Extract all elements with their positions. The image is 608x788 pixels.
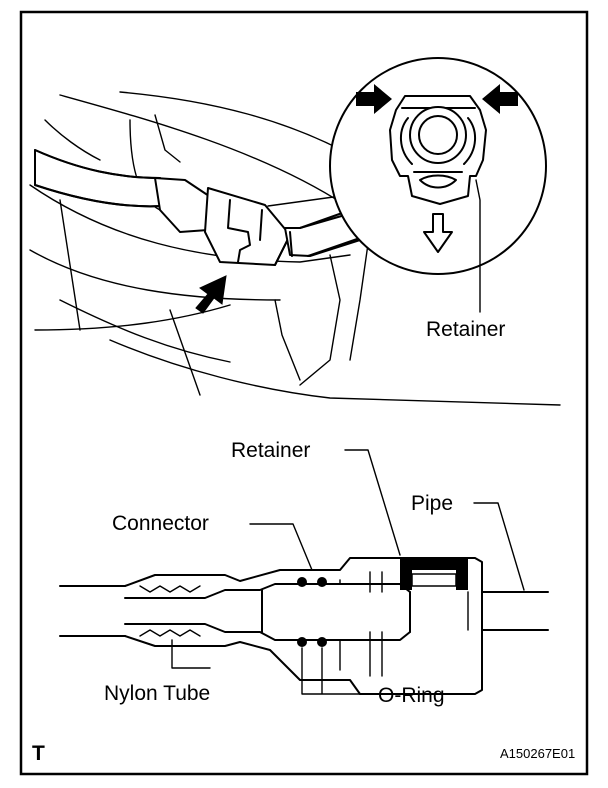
retainer-detail-circle	[329, 57, 547, 313]
squeeze-arrow-left	[356, 84, 392, 114]
o-ring-bottom-1	[297, 637, 307, 647]
connector-perspective	[154, 177, 291, 266]
nylon-tube-label: Nylon Tube	[104, 682, 210, 705]
connector-label: Connector	[112, 512, 209, 535]
o-ring-leader	[301, 647, 373, 695]
vehicle-body-outline	[29, 91, 561, 406]
figure-frame	[19, 10, 589, 776]
figure-code: A150267E01	[500, 746, 575, 761]
retainer-detail-label: Retainer	[426, 318, 505, 341]
retainer-leader	[344, 449, 401, 556]
corner-mark: T	[32, 742, 45, 765]
retainer-section-label: Retainer	[231, 439, 310, 462]
squeeze-arrow-right	[482, 84, 518, 114]
nylon-tube-perspective	[34, 149, 176, 208]
pull-down-arrow	[423, 213, 453, 253]
pipe-leader	[473, 502, 525, 591]
cross-section	[59, 557, 549, 695]
nylon-tube-leader	[171, 639, 211, 669]
o-ring-bottom-2	[317, 637, 327, 647]
o-ring-label: O-Ring	[378, 684, 445, 707]
pipe-label: Pipe	[411, 492, 453, 515]
push-arrow	[195, 275, 227, 314]
connector-leader	[249, 523, 313, 571]
